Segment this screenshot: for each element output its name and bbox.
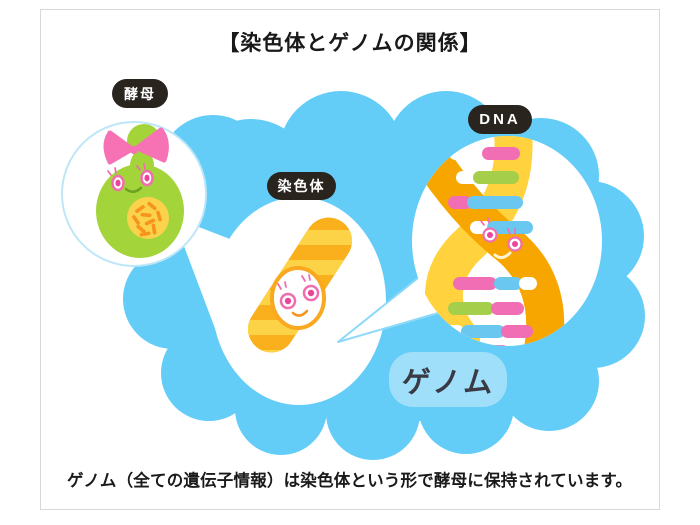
illustration-frame: 【染色体とゲノムの関係】 酵母 染色体 DNA ゲノム ゲノム（全ての遺伝子情報… <box>40 9 660 510</box>
yeast-cell <box>61 121 207 267</box>
smile-mouth <box>493 251 512 260</box>
label-chromosome: 染色体 <box>267 172 336 200</box>
label-yeast: 酵母 <box>112 79 168 108</box>
eyelashes <box>277 274 311 290</box>
pink-bow <box>103 127 169 165</box>
dna-face <box>480 217 523 260</box>
chromosome-face <box>270 266 326 330</box>
label-dna: DNA <box>468 105 532 134</box>
smile-mouth <box>124 186 143 193</box>
dna-strand-dark <box>412 136 565 346</box>
yeast-face <box>107 163 154 193</box>
diagram-title: 【染色体とゲノムの関係】 <box>218 32 482 55</box>
yeast-character <box>96 124 184 258</box>
smile-mouth <box>291 309 309 317</box>
label-genome: ゲノム <box>389 352 507 407</box>
nucleus <box>127 197 169 239</box>
chromosome-squiggles <box>132 201 162 237</box>
bottom-caption: ゲノム（全ての遺伝子情報）は染色体という形で酵母に保持されています。 <box>67 472 633 490</box>
